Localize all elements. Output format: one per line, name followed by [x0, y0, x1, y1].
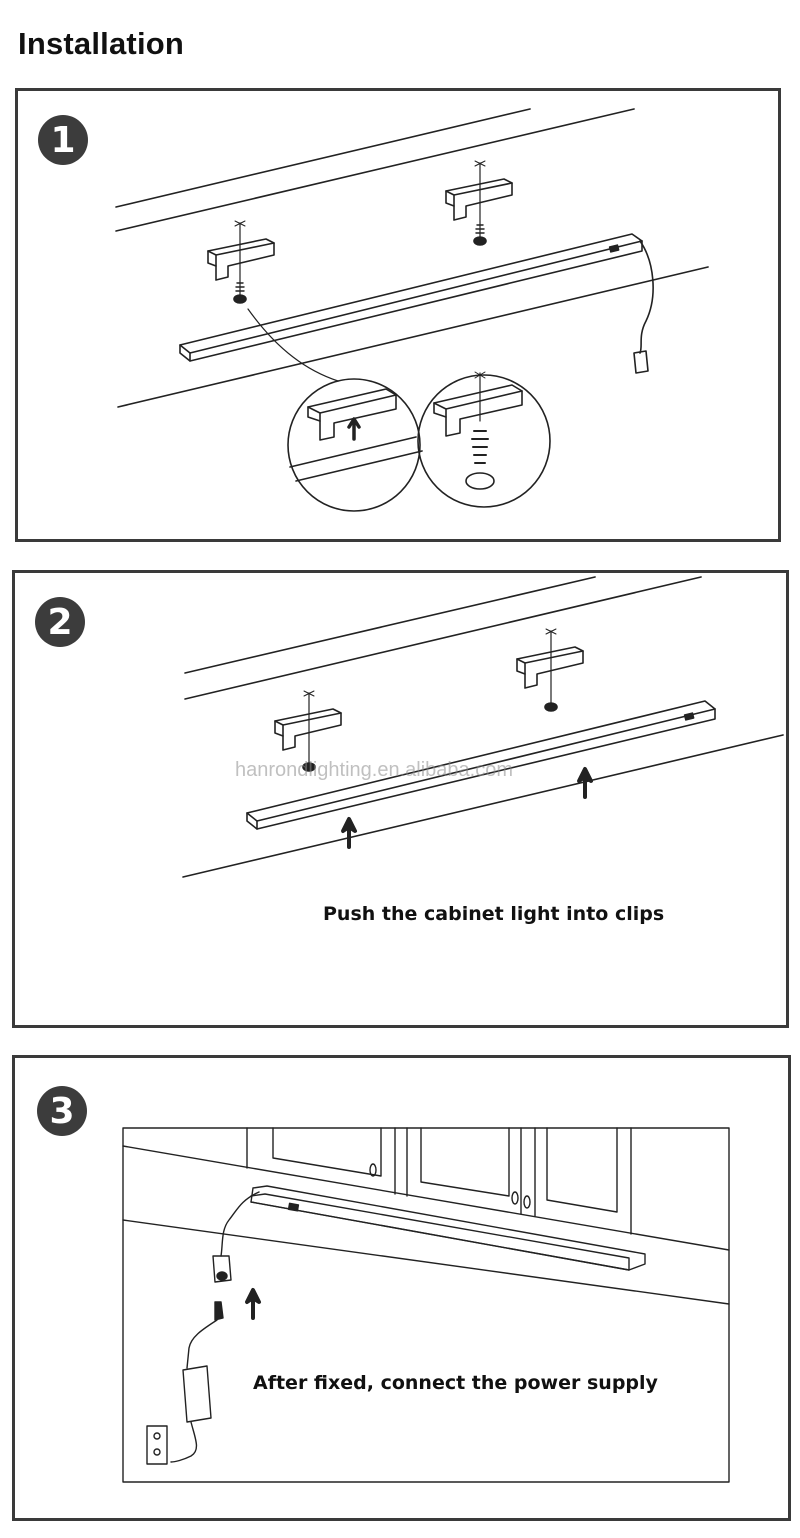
room-frame — [122, 1127, 730, 1483]
watermark: hanrondlighting.en.alibaba.com — [235, 759, 513, 781]
push-up-arrow-icon — [577, 767, 593, 799]
mounting-clip-right — [445, 160, 513, 240]
mounting-clip-left — [207, 220, 275, 297]
step-3-caption: After fixed, connect the power supply — [253, 1372, 658, 1394]
step-2-badge: 2 — [35, 597, 85, 647]
ceiling-line — [115, 108, 531, 208]
dc-plug-icon — [214, 1301, 224, 1321]
cabinet-light-bar — [179, 233, 643, 362]
ceiling-line — [115, 108, 635, 232]
screw-icon — [544, 702, 558, 712]
step-1-panel: 1 — [15, 88, 781, 542]
screw-icon — [302, 762, 316, 772]
step-3-panel: 3 — [12, 1055, 791, 1521]
wall-outlet-icon — [146, 1425, 168, 1465]
step-3-badge: 3 — [37, 1086, 87, 1136]
dc-plug-icon — [633, 350, 649, 374]
power-adapter-icon — [182, 1365, 212, 1423]
zoom-circle-left — [287, 378, 421, 512]
connect-arrow-icon — [245, 1288, 261, 1320]
wall-line — [182, 734, 784, 878]
mains-cable — [170, 1421, 198, 1463]
power-cable — [639, 240, 654, 354]
step-2-illustration — [182, 576, 784, 878]
zoom-clip-detail — [289, 388, 423, 482]
cabinet-doors — [246, 1127, 632, 1235]
wall-line — [117, 266, 709, 408]
dc-socket-icon — [212, 1255, 232, 1283]
ceiling-line — [184, 576, 702, 700]
push-up-arrow-icon — [341, 817, 357, 849]
step-1-illustration — [115, 108, 709, 512]
step-2-caption: Push the cabinet light into clips — [323, 903, 665, 925]
step-1-badge: 1 — [38, 115, 88, 165]
zoom-screw-detail — [433, 371, 523, 490]
power-cable — [220, 1191, 260, 1257]
zoom-circle-right — [417, 374, 551, 508]
mounting-clip-left — [274, 690, 342, 766]
page-title: Installation — [18, 26, 185, 61]
cabinet-bottom-line — [122, 1145, 730, 1251]
ceiling-line — [184, 576, 596, 674]
wall-line — [122, 1219, 730, 1305]
cabinet-light-bar — [246, 700, 716, 830]
screw-icon — [233, 282, 247, 304]
cabinet-light-bar — [250, 1185, 646, 1271]
step-2-panel: 2 — [12, 570, 789, 1028]
screw-icon — [473, 224, 487, 246]
adapter-cable — [186, 1319, 218, 1369]
mounting-clip-right — [516, 628, 584, 706]
step-3-illustration — [122, 1127, 730, 1483]
